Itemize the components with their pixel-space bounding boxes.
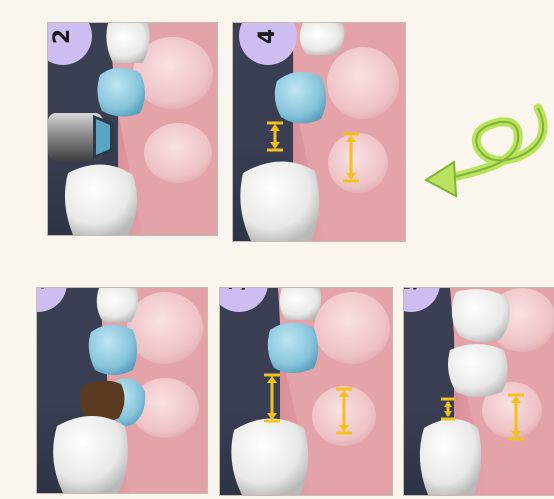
white-tooth bbox=[300, 23, 345, 55]
step-number: 2 bbox=[51, 28, 76, 43]
curved-arrow-icon bbox=[420, 100, 554, 200]
white-tooth bbox=[53, 416, 128, 493]
step-2-panel: 2 bbox=[47, 22, 218, 236]
pink-tooth bbox=[127, 292, 203, 364]
double-headed-arrow-icon bbox=[267, 123, 283, 150]
step-number: 5 bbox=[403, 287, 424, 291]
white-tooth bbox=[240, 161, 319, 241]
drill-handpiece-icon bbox=[48, 113, 114, 161]
blue-tooth bbox=[89, 324, 137, 375]
step-4-panel: 4 bbox=[232, 22, 406, 242]
double-headed-arrow-icon bbox=[264, 375, 280, 421]
step-5-panel: 5 bbox=[403, 287, 554, 496]
blue-tooth bbox=[275, 72, 326, 124]
white-tooth bbox=[65, 164, 137, 235]
blue-tooth bbox=[268, 322, 318, 373]
step-number: 3 bbox=[227, 287, 252, 291]
step-3-panel: 3 bbox=[219, 287, 393, 496]
double-headed-arrow-icon bbox=[441, 399, 455, 419]
white-tooth bbox=[420, 419, 481, 495]
white-tooth bbox=[97, 288, 138, 322]
white-tooth bbox=[280, 288, 321, 320]
step-1-panel: 1 bbox=[36, 287, 208, 494]
crowned-tooth bbox=[448, 344, 508, 397]
decay-cavity bbox=[79, 380, 124, 421]
white-tooth bbox=[452, 289, 510, 342]
pink-tooth bbox=[144, 123, 212, 183]
step-number: 1 bbox=[36, 287, 51, 291]
white-tooth bbox=[231, 418, 308, 495]
step-number: 4 bbox=[256, 28, 281, 43]
white-tooth bbox=[106, 23, 149, 63]
pink-tooth bbox=[327, 47, 399, 119]
pink-tooth bbox=[328, 133, 388, 193]
blue-tooth bbox=[97, 67, 145, 116]
pink-tooth bbox=[314, 292, 390, 364]
